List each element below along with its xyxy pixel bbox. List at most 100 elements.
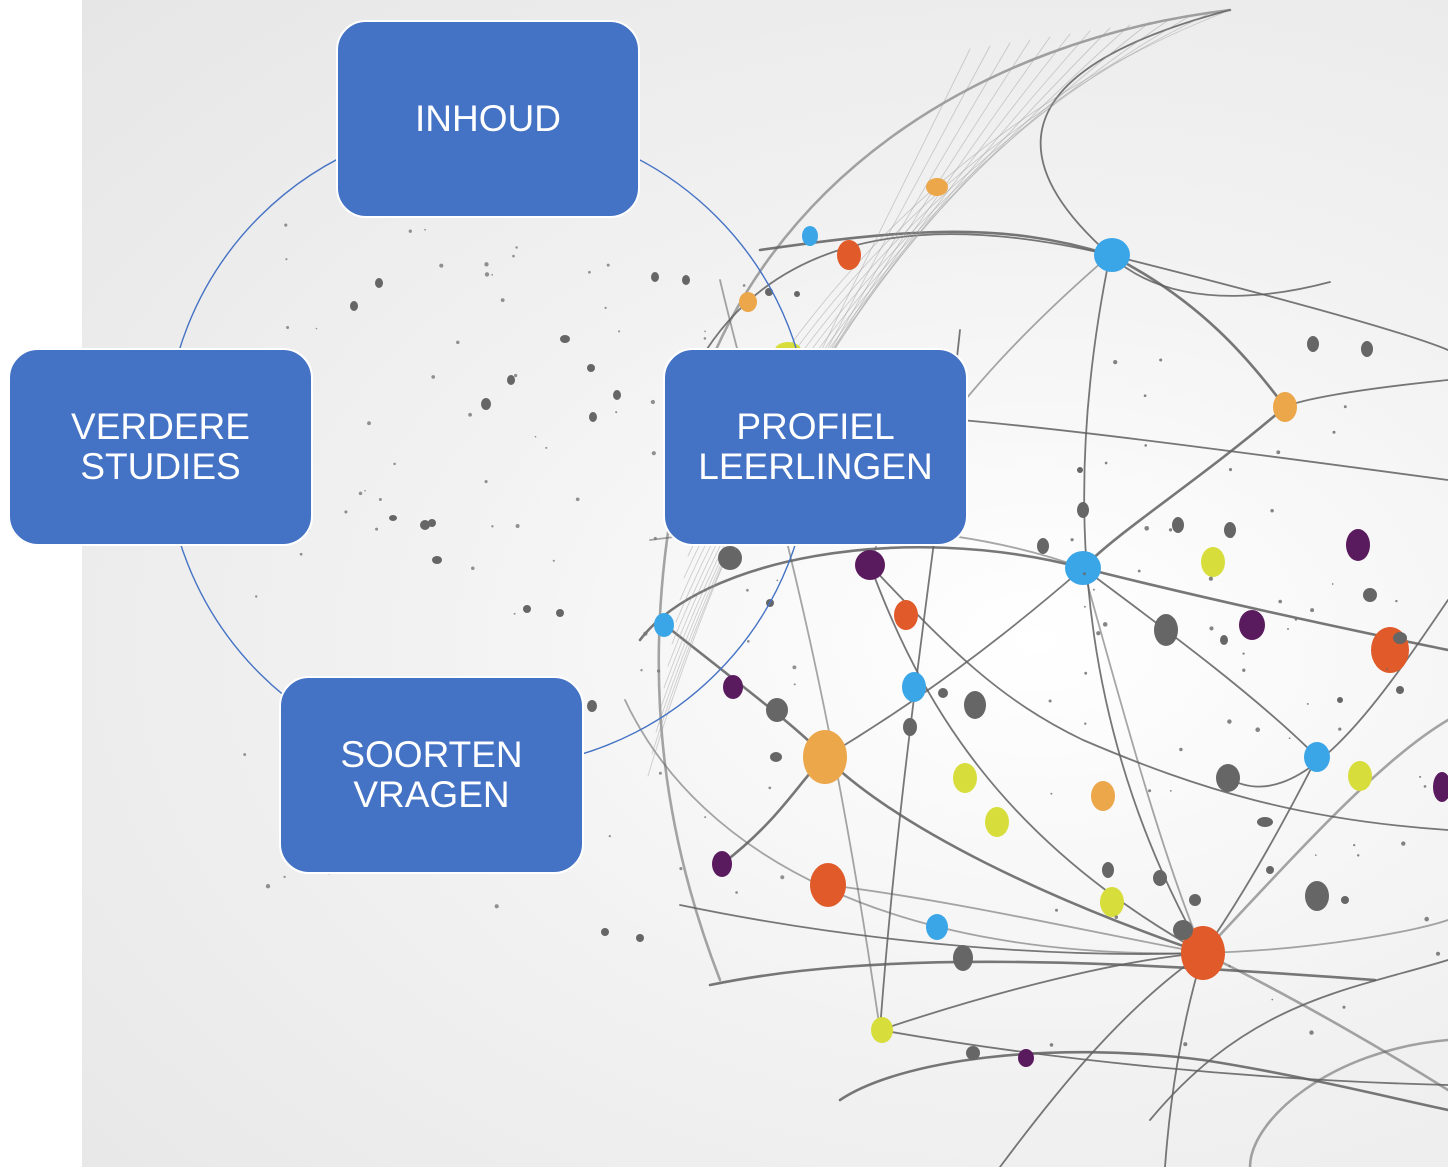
network-node-dot xyxy=(712,851,732,877)
dust-speck xyxy=(344,510,348,514)
dust-speck xyxy=(704,816,707,819)
particle-dot xyxy=(1189,894,1201,906)
dust-speck xyxy=(284,223,288,227)
dust-speck xyxy=(606,263,610,267)
network-node-dot xyxy=(953,763,977,793)
dust-speck xyxy=(651,451,656,456)
network-node-dot xyxy=(1273,392,1297,422)
dust-speck xyxy=(439,263,444,268)
particle-dot xyxy=(556,609,564,617)
particle-dot xyxy=(587,700,597,712)
dust-speck xyxy=(299,552,303,556)
dust-speck xyxy=(1227,719,1232,724)
dust-speck xyxy=(1096,631,1101,636)
dust-speck xyxy=(1229,533,1234,538)
dust-speck xyxy=(500,298,505,303)
dust-speck xyxy=(255,595,258,598)
dust-speck xyxy=(1114,915,1119,919)
particle-dot xyxy=(1077,502,1089,518)
dust-speck xyxy=(1228,468,1233,472)
dust-speck xyxy=(746,588,749,592)
network-strand xyxy=(1164,952,1204,1167)
dust-speck xyxy=(283,875,286,879)
dust-speck xyxy=(1169,790,1172,792)
particle-dot xyxy=(587,364,595,372)
dust-speck xyxy=(735,891,738,894)
cycle-node-profiel-leerlingen: PROFIEL LEERLINGEN xyxy=(663,348,968,546)
dust-speck xyxy=(484,272,490,277)
particle-dot xyxy=(1153,870,1167,886)
particle-dot xyxy=(1154,614,1178,646)
dust-speck xyxy=(1395,599,1398,603)
dust-speck xyxy=(512,254,515,258)
dust-speck xyxy=(1436,951,1440,956)
network-strand xyxy=(1201,718,1448,955)
network-strand xyxy=(1108,253,1287,409)
network-node-dot xyxy=(855,550,885,580)
particle-dot xyxy=(1173,920,1193,940)
dust-speck xyxy=(733,547,737,551)
dust-speck xyxy=(431,375,436,379)
network-node-dot xyxy=(1348,761,1372,791)
cycle-node-label: SOORTEN VRAGEN xyxy=(340,734,523,815)
particle-dot xyxy=(1393,632,1407,644)
network-strand xyxy=(999,952,1204,1167)
cycle-node-verdere-studies: VERDERE STUDIES xyxy=(8,348,313,546)
particle-dot xyxy=(651,272,659,282)
particle-dot xyxy=(964,691,986,719)
network-node-dot xyxy=(803,730,847,784)
particle-dot xyxy=(966,1046,980,1060)
dust-speck xyxy=(1055,908,1058,912)
network-strand xyxy=(879,952,1204,1031)
dust-speck xyxy=(491,525,494,528)
cycle-node-label: PROFIEL LEERLINGEN xyxy=(698,406,933,487)
dust-speck xyxy=(243,753,247,756)
dust-speck xyxy=(1338,727,1342,731)
particle-dot xyxy=(1341,896,1349,904)
dust-speck xyxy=(618,330,621,333)
dust-speck xyxy=(1082,572,1086,576)
dust-speck xyxy=(1159,358,1163,362)
dust-speck xyxy=(1385,667,1388,670)
network-node-dot xyxy=(1100,887,1124,917)
network-node-dot xyxy=(1065,551,1101,585)
particle-dot xyxy=(560,335,570,343)
particle-dot xyxy=(507,375,515,385)
dust-speck xyxy=(1306,702,1309,705)
network-strand xyxy=(1082,567,1318,758)
dust-speck xyxy=(1423,785,1427,788)
dust-speck xyxy=(1048,699,1052,703)
dust-speck xyxy=(1288,737,1291,740)
dust-speck xyxy=(780,875,785,880)
particle-dot xyxy=(1172,517,1184,533)
particle-dot xyxy=(903,718,917,736)
dust-speck xyxy=(1294,618,1298,621)
network-node-dot xyxy=(926,178,948,196)
dust-speck xyxy=(1183,1042,1188,1047)
dust-speck xyxy=(588,270,591,274)
dust-speck xyxy=(1255,727,1261,733)
dust-speck xyxy=(471,566,475,571)
dust-speck xyxy=(1050,792,1053,795)
network-node-dot xyxy=(723,675,743,699)
dust-speck xyxy=(1331,583,1334,585)
dust-speck xyxy=(1271,998,1274,1001)
dust-speck xyxy=(1148,789,1152,793)
dust-speck xyxy=(1102,622,1108,627)
particle-dot xyxy=(1266,866,1274,874)
network-node-dot xyxy=(654,613,674,637)
dust-speck xyxy=(491,274,494,276)
dust-speck xyxy=(364,489,366,492)
dust-speck xyxy=(1242,652,1245,655)
network-strand xyxy=(1248,1038,1448,1167)
background-panel xyxy=(82,0,1448,1167)
dust-speck xyxy=(679,867,683,871)
dust-speck xyxy=(1049,1043,1054,1047)
dust-speck xyxy=(742,284,746,287)
dust-speck xyxy=(615,411,618,414)
particle-dot xyxy=(1077,467,1083,473)
network-strand xyxy=(708,960,1377,987)
particle-dot xyxy=(794,291,800,297)
network-node-dot xyxy=(1094,238,1130,272)
